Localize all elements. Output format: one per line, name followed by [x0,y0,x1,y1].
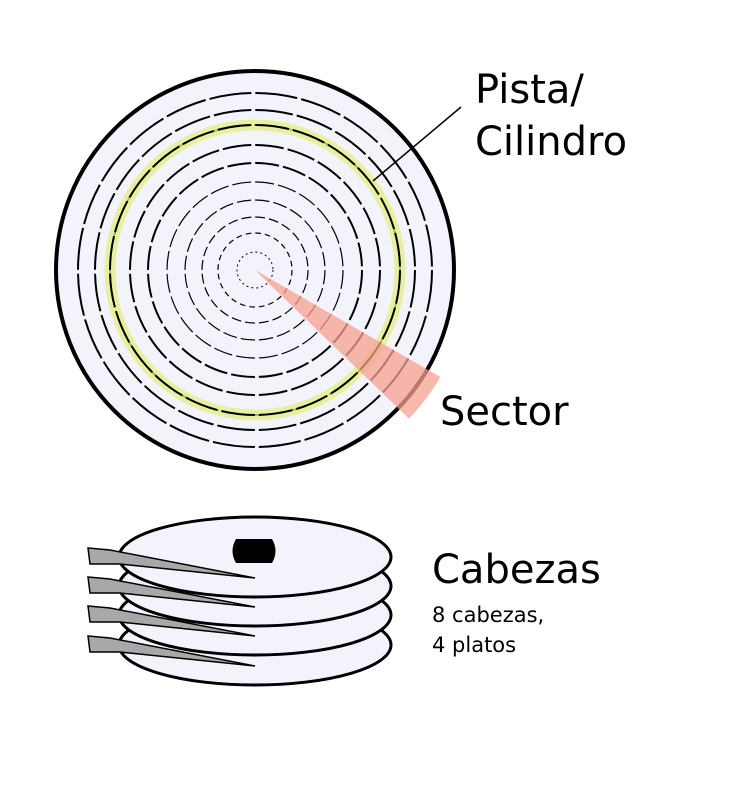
track [109,124,401,416]
track-leader-line [372,106,462,182]
tracks [77,92,433,448]
read-write-head [87,547,256,579]
track [166,181,344,359]
read-write-head [87,605,256,637]
heads-detail-line2: 4 platos [432,633,516,657]
track [201,216,309,324]
sector-label: Sector [440,389,569,435]
track [129,144,381,396]
spindle-hub [232,539,276,563]
heads-detail-line1: 8 cabezas, [432,603,544,627]
heads-label: Cabezas [432,547,601,593]
track-label-line1: Pista/ [475,67,584,113]
read-write-head [87,635,256,667]
track [217,232,293,308]
track [184,199,326,341]
track [77,92,433,448]
read-write-head [87,576,256,608]
platter-top-view [54,69,462,471]
platter-stack [87,515,393,687]
sector-wedge [255,270,441,419]
track [147,162,363,378]
track-label-line2: Cilindro [475,119,627,165]
track [236,251,274,289]
track [94,109,416,431]
